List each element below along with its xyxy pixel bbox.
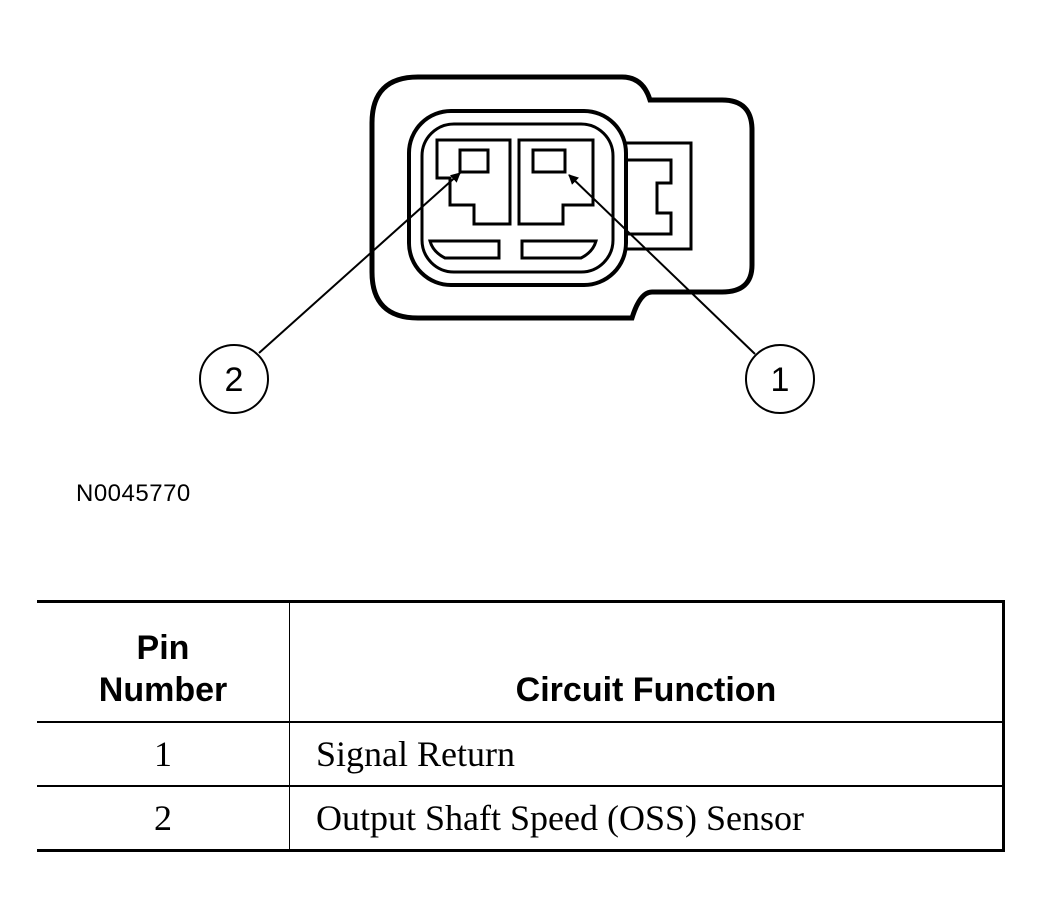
connector-housing xyxy=(369,74,755,321)
header-circuit-function: Circuit Function xyxy=(289,601,1004,723)
figure-id: N0045770 xyxy=(76,480,191,507)
callout-2: 2 xyxy=(199,344,269,414)
table-row: 1 Signal Return xyxy=(37,721,1004,787)
table-header-row: Pin Number Circuit Function xyxy=(37,601,1004,723)
keyway-left xyxy=(428,239,501,260)
callout-1-label: 1 xyxy=(771,361,790,399)
pin-1-terminal xyxy=(517,138,595,226)
pin-2-terminal xyxy=(435,138,512,226)
header-pin-number: Pin Number xyxy=(37,601,290,723)
header-pin-line2: Number xyxy=(98,671,228,709)
pin-function-table: Pin Number Circuit Function 1 Signal Ret… xyxy=(37,600,1005,852)
cell-circuit-function: Output Shaft Speed (OSS) Sensor xyxy=(289,785,1004,851)
callout-2-label: 2 xyxy=(225,361,244,399)
keyway-right xyxy=(520,239,598,260)
connector-face-inner xyxy=(420,122,615,274)
table-row: 2 Output Shaft Speed (OSS) Sensor xyxy=(37,785,1004,851)
connector-diagram: 2 1 xyxy=(199,74,815,414)
leader-line-2 xyxy=(258,172,461,354)
leader-line-1 xyxy=(568,174,756,355)
cell-circuit-function: Signal Return xyxy=(289,721,1004,787)
header-pin-line1: Pin xyxy=(136,629,190,667)
cell-pin-number: 2 xyxy=(37,785,290,851)
callout-1: 1 xyxy=(745,344,815,414)
cell-pin-number: 1 xyxy=(37,721,290,787)
